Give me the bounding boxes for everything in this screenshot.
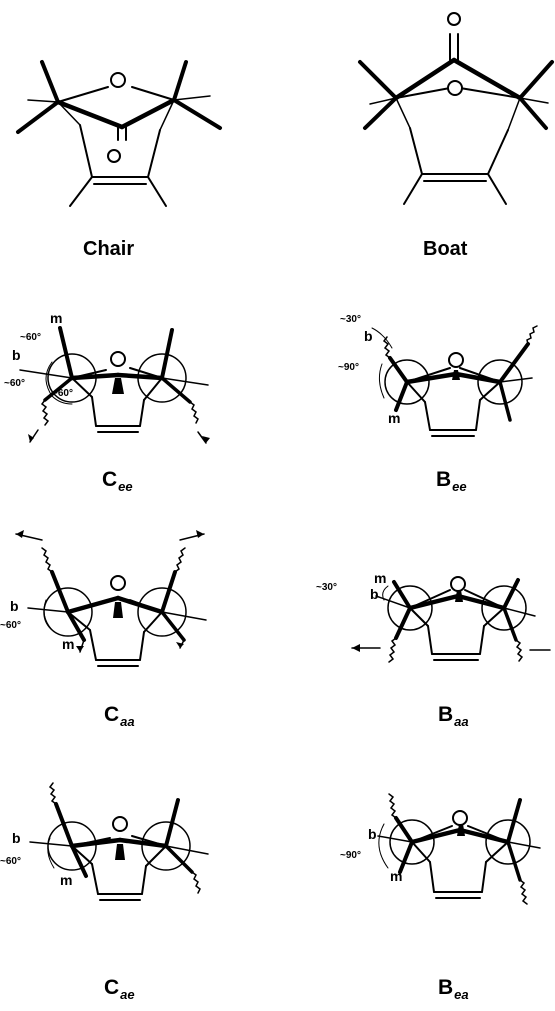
c-ee-angle-1: ~60° bbox=[20, 332, 41, 343]
c-ee-angle-3: ~60° bbox=[52, 388, 73, 399]
b-ee-molecule-drawing bbox=[300, 300, 555, 525]
b-aa-molecule-drawing bbox=[300, 520, 555, 745]
c-aa-molecule-drawing bbox=[0, 530, 270, 745]
c-ee-label: Cee bbox=[102, 468, 133, 494]
c-aa-structure: m b ~60° Caa bbox=[0, 520, 270, 745]
c-aa-label: Caa bbox=[104, 703, 135, 729]
c-ee-m-label: m bbox=[50, 310, 63, 326]
b-ee-m-label: m bbox=[388, 410, 401, 426]
c-aa-angle-1: ~60° bbox=[0, 620, 21, 631]
b-ee-label: Bee bbox=[436, 468, 467, 494]
b-ee-structure: m b ~30° ~90° Bee bbox=[300, 300, 555, 525]
b-aa-structure: m b ~30° Baa bbox=[300, 520, 555, 745]
boat-structure: Boat bbox=[300, 0, 555, 270]
b-ea-angle-1: ~90° bbox=[340, 850, 361, 861]
c-ee-molecule-drawing bbox=[0, 300, 210, 525]
b-ea-label: Bea bbox=[438, 976, 469, 1002]
b-ea-molecule-drawing bbox=[300, 760, 555, 1011]
c-ae-angle-1: ~60° bbox=[0, 856, 21, 867]
b-ee-angle-2: ~90° bbox=[338, 362, 359, 373]
chair-molecule-drawing bbox=[0, 0, 270, 230]
b-ea-b-label: b bbox=[368, 826, 377, 842]
b-aa-b-label: b bbox=[370, 586, 379, 602]
c-ee-b-label: b bbox=[12, 347, 21, 363]
c-ee-structure: m b ~60° ~60° ~60° Cee bbox=[0, 300, 270, 525]
c-aa-m-label: m bbox=[62, 636, 75, 652]
c-ae-m-label: m bbox=[60, 872, 73, 888]
b-aa-label: Baa bbox=[438, 703, 469, 729]
b-ea-structure: m b ~90° Bea bbox=[300, 760, 555, 1011]
c-ae-structure: m b ~60° Cae bbox=[0, 760, 270, 1011]
chair-label: Chair bbox=[83, 238, 135, 260]
b-ee-angle-1: ~30° bbox=[340, 314, 361, 325]
c-ae-molecule-drawing bbox=[0, 760, 270, 1011]
b-aa-m-label: m bbox=[374, 570, 387, 586]
c-aa-b-label: b bbox=[10, 598, 19, 614]
c-ae-b-label: b bbox=[12, 830, 21, 846]
c-ae-label: Cae bbox=[104, 976, 135, 1002]
b-ea-m-label: m bbox=[390, 868, 403, 884]
boat-label: Boat bbox=[423, 238, 468, 260]
b-aa-angle-1: ~30° bbox=[316, 582, 337, 593]
b-ee-b-label: b bbox=[364, 328, 373, 344]
c-ee-angle-2: ~60° bbox=[4, 378, 25, 389]
boat-molecule-drawing bbox=[300, 0, 555, 230]
chair-structure: Chair bbox=[0, 0, 270, 260]
